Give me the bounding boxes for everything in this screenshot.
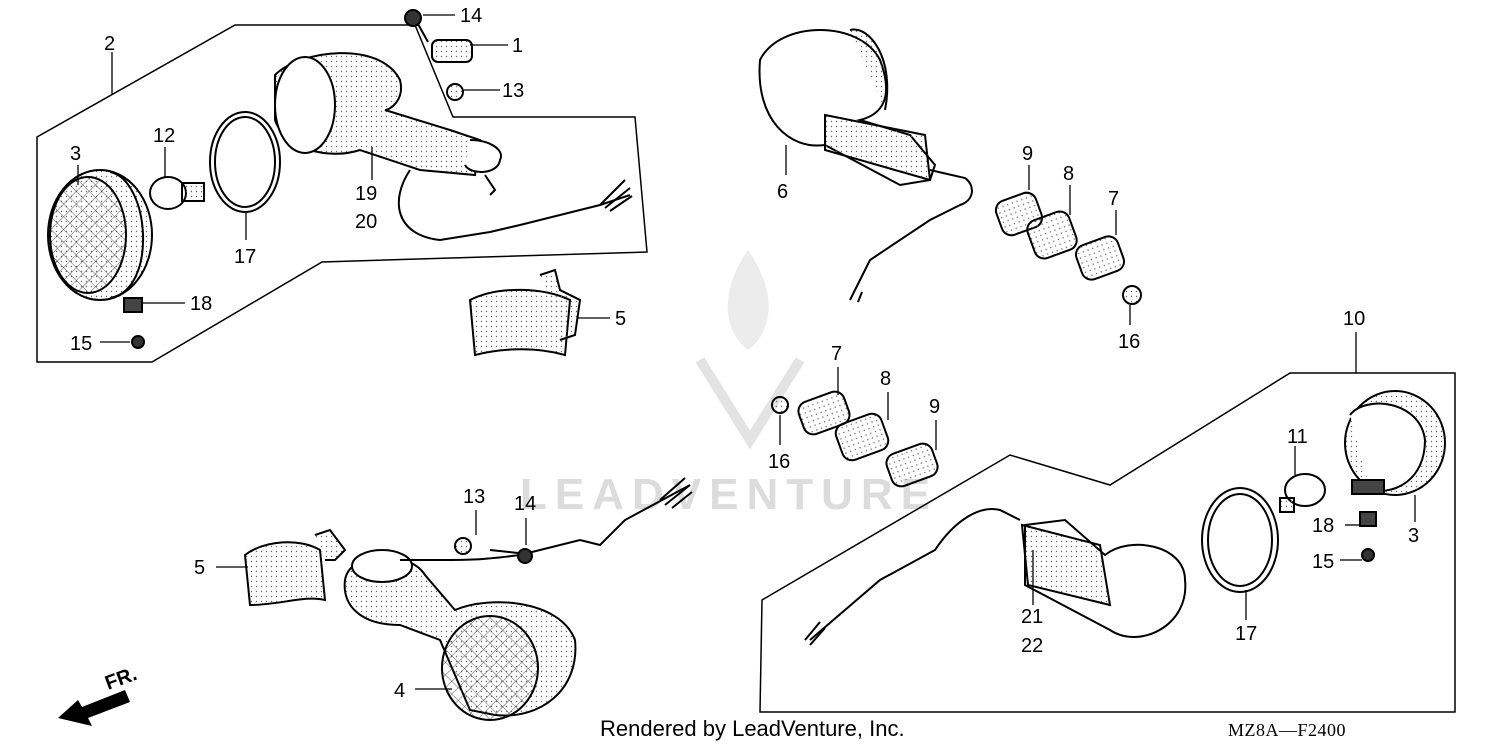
turn-signal-right-front — [758, 28, 973, 303]
callout-9-top: 9 — [1022, 143, 1033, 165]
plate-part-7-top — [1074, 235, 1126, 281]
callout-16-mid: 16 — [768, 451, 790, 473]
callout-15-bottom: 15 — [1312, 551, 1334, 573]
screw-part-15 — [131, 335, 145, 349]
callout-9-mid: 9 — [929, 396, 940, 418]
callout-19: 19 — [355, 183, 377, 205]
nut-part-13-bottom — [454, 537, 472, 555]
ring-part-17-bottom — [1201, 487, 1279, 593]
screw-part-14-bottom — [517, 548, 533, 564]
callout-6: 6 — [777, 181, 788, 203]
gasket-part-8-top — [1026, 210, 1078, 260]
callout-16-top: 16 — [1118, 331, 1140, 353]
callout-18-top: 18 — [190, 293, 212, 315]
callout-7-mid: 7 — [831, 343, 842, 365]
gasket-part-8-mid — [834, 412, 890, 462]
callout-3-bottom: 3 — [1408, 525, 1419, 547]
callout-13-top: 13 — [502, 80, 524, 102]
nut-part-16-mid — [771, 396, 789, 414]
callout-17-top: 17 — [234, 246, 256, 268]
callout-17-bottom: 17 — [1235, 623, 1257, 645]
cover-part-5-bottom — [243, 528, 347, 607]
front-direction-arrow — [58, 690, 130, 726]
ring-part-17 — [209, 111, 281, 213]
callout-15-top: 15 — [70, 333, 92, 355]
callout-4: 4 — [394, 680, 405, 702]
group-outline-right — [759, 372, 1456, 713]
turn-signal-left-front — [47, 9, 633, 349]
watermark-text: LEADVENTURE — [520, 470, 939, 519]
callout-1: 1 — [512, 35, 523, 57]
callout-12: 12 — [153, 125, 175, 147]
callout-14-top: 14 — [460, 5, 482, 27]
screw-part-14 — [404, 9, 422, 27]
clip-part-18 — [123, 297, 143, 313]
lens-part-4 — [441, 615, 539, 721]
footer-credit: Rendered by LeadVenture, Inc. — [600, 716, 905, 741]
plate-part-7-mid — [797, 390, 851, 436]
callout-10: 10 — [1343, 308, 1365, 330]
leader-lines — [77, 14, 1416, 690]
nut-part-16-top — [1122, 285, 1142, 305]
callout-21: 21 — [1021, 606, 1043, 628]
mount-set-middle — [771, 390, 939, 488]
turn-signal-right-rear — [804, 390, 1446, 646]
callout-22: 22 — [1021, 635, 1043, 657]
callout-11: 11 — [1287, 426, 1308, 448]
cover-part-5-top — [468, 268, 582, 357]
nut-part-13 — [446, 83, 464, 101]
callout-8-mid: 8 — [880, 368, 891, 390]
callout-18-bottom: 18 — [1312, 515, 1334, 537]
watermark-logo — [695, 250, 805, 450]
diagram-code: MZ8A—F2400 — [1228, 720, 1347, 740]
callout-14-bottom: 14 — [514, 493, 536, 515]
turn-signal-left-rear — [343, 477, 693, 721]
callout-numbers: 14 1 13 2 12 3 19 20 17 18 15 5 6 9 8 7 … — [70, 5, 1419, 702]
callout-3-top: 3 — [70, 143, 81, 165]
plate-part-9-mid — [885, 442, 939, 488]
callout-7-top: 7 — [1108, 188, 1119, 210]
callout-5-top: 5 — [615, 308, 626, 330]
front-direction-label: FR. — [102, 663, 140, 695]
clip-part-1 — [431, 39, 473, 63]
mount-set-top — [994, 191, 1142, 305]
callout-2: 2 — [104, 33, 115, 55]
clip-part-18-bottom — [1359, 511, 1377, 527]
callout-13-bottom: 13 — [463, 486, 485, 508]
callout-5-bottom: 5 — [194, 557, 205, 579]
screw-part-15-bottom — [1361, 548, 1375, 562]
callout-20: 20 — [355, 211, 377, 233]
bulb-part-12 — [149, 176, 187, 210]
group-outline-left — [36, 24, 648, 363]
callout-8-top: 8 — [1063, 163, 1074, 185]
